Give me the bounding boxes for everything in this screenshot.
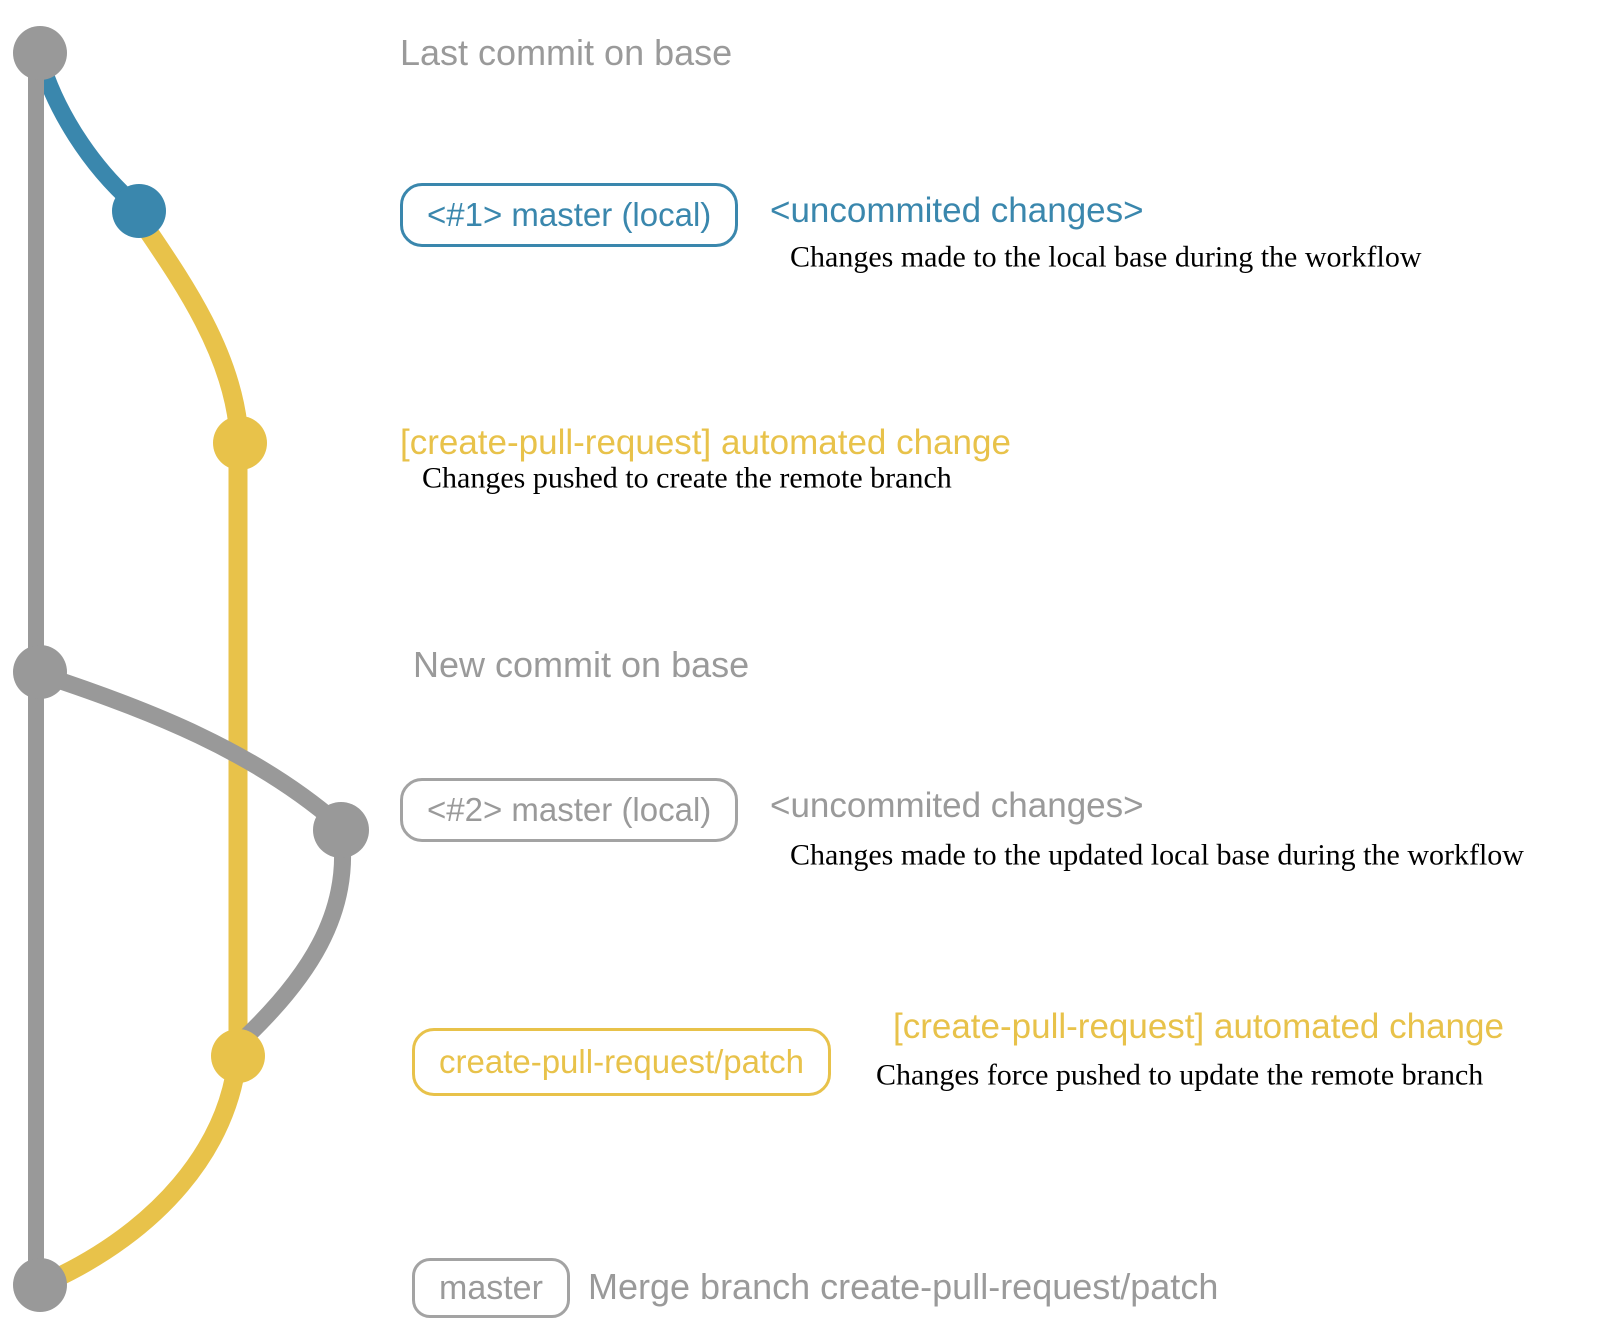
- uncommitted-changes-1-note: <uncommited changes>: [770, 190, 1144, 230]
- master-badge: master: [412, 1258, 570, 1318]
- last-commit-on-base-label: Last commit on base: [400, 32, 733, 74]
- create-pull-request-patch-badge-text: create-pull-request/patch: [439, 1043, 805, 1080]
- commit-node-remote-1: [213, 416, 267, 470]
- local-branch-curve-2-return: [238, 823, 351, 1045]
- commit-node-local-2: [313, 802, 369, 858]
- automated-change-2-description: Changes force pushed to update the remot…: [876, 1058, 1484, 1092]
- new-commit-on-base-label: New commit on base: [413, 644, 750, 686]
- automated-change-1-note: [create-pull-request] automated change: [400, 422, 1011, 462]
- commit-node-remote-2: [211, 1029, 265, 1083]
- automated-change-2-note: [create-pull-request] automated change: [893, 1006, 1504, 1046]
- master-local-2-badge-text: <#2> master (local): [427, 791, 712, 828]
- create-pull-request-patch-badge: create-pull-request/patch: [412, 1028, 832, 1096]
- local-branch-curve-2: [31, 665, 347, 833]
- master-local-2-badge: <#2> master (local): [400, 778, 739, 842]
- automated-change-1-description: Changes pushed to create the remote bran…: [422, 461, 952, 495]
- uncommitted-changes-1-description: Changes made to the local base during th…: [790, 240, 1422, 274]
- local-branch-curve-1: [31, 49, 142, 212]
- master-local-1-badge-text: <#1> master (local): [427, 196, 712, 233]
- commit-node-local-1: [112, 184, 166, 238]
- commit-node-last-base: [13, 26, 67, 80]
- master-local-1-badge: <#1> master (local): [400, 183, 739, 247]
- merge-branch-note: Merge branch create-pull-request/patch: [588, 1266, 1219, 1308]
- commit-node-new-base: [13, 645, 67, 699]
- master-badge-text: master: [439, 1268, 543, 1307]
- uncommitted-changes-2-description: Changes made to the updated local base d…: [790, 838, 1524, 872]
- uncommitted-changes-2-note: <uncommited changes>: [770, 785, 1144, 825]
- commit-node-merge: [13, 1258, 67, 1312]
